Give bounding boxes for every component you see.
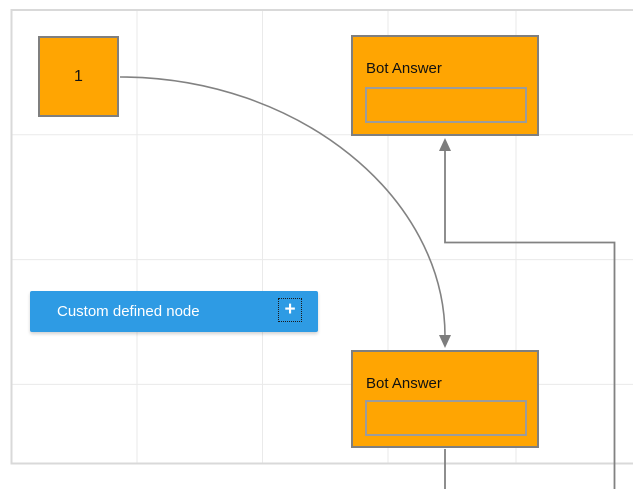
node-start[interactable]: 1 [38,36,119,117]
arrowhead-up-icon [439,138,451,151]
arrowhead-down-icon [439,335,451,348]
connector-bottom-to-top[interactable] [439,138,616,489]
node-bot-answer-top[interactable]: Bot Answer [351,35,539,136]
bot-answer-title: Bot Answer [366,375,442,392]
node-bot-answer-bottom[interactable]: Bot Answer [351,350,539,448]
add-node-button[interactable]: + [278,298,302,322]
bot-answer-title: Bot Answer [366,60,442,77]
bot-answer-input[interactable] [365,400,527,436]
bot-answer-input[interactable] [365,87,527,123]
node-custom-defined[interactable]: Custom defined node + [30,291,318,332]
custom-node-label: Custom defined node [57,303,200,320]
canvas-border [10,9,633,465]
connector-start-to-bottom[interactable] [119,76,451,348]
plus-icon: + [284,298,296,320]
node-start-label: 1 [74,67,83,85]
